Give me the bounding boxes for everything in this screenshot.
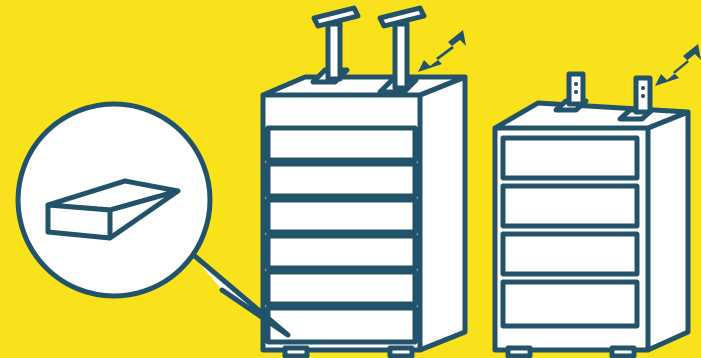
drawer: [503, 138, 637, 178]
drawer: [268, 128, 415, 160]
drawer: [268, 272, 415, 304]
left-cabinet-drawers: [268, 128, 415, 342]
right-cabinet-drawers: [503, 138, 637, 326]
drawer: [503, 282, 637, 326]
drawer: [268, 236, 415, 268]
drawer: [503, 186, 637, 226]
drawer: [268, 308, 415, 342]
drawer: [268, 164, 415, 196]
right-cabinet-side: [648, 112, 688, 350]
drawer: [503, 234, 637, 274]
right-cabinet: [495, 74, 688, 356]
foot: [508, 348, 530, 356]
drawer: [268, 200, 415, 232]
foot: [612, 348, 634, 356]
foot: [285, 348, 307, 356]
left-cabinet-side: [420, 77, 465, 350]
foot: [390, 348, 412, 356]
